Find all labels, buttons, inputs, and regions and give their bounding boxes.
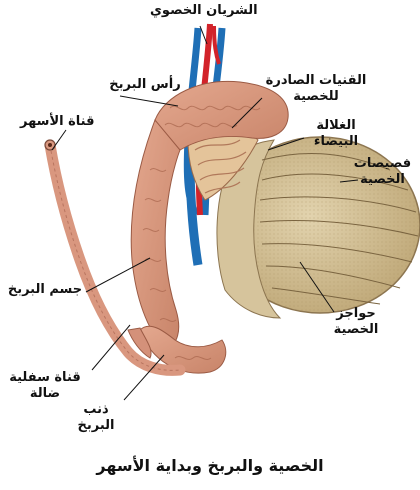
tunica-albuginea-layer <box>216 139 282 319</box>
artery-vessel <box>212 25 221 65</box>
aberrant-duct-shape <box>127 327 152 359</box>
testis-septa-label: حواجز الخصية <box>333 306 379 337</box>
figure-caption: الخصية والبربخ وبداية الأسهر <box>96 456 324 475</box>
efferent-ducts <box>187 122 259 201</box>
tunica-albuginea-label: الغلالة البيضاء <box>313 118 359 149</box>
testis-lobules-label: فصيصات الخصية <box>353 156 412 187</box>
epididymis-coils <box>142 105 261 360</box>
aberrant-duct-label: قناة سفلية ضالة <box>9 370 81 401</box>
tail-of-epididymis-label: ذنب البربخ <box>77 402 115 433</box>
testis-septa-lines <box>259 152 419 305</box>
leader-line <box>51 129 67 151</box>
leader-line <box>231 97 263 129</box>
leader-line <box>85 257 151 293</box>
vas-deferens-label: قناة الأسهر <box>20 114 95 129</box>
leader-line <box>299 261 335 313</box>
body-of-epididymis-label: جسم البربخ <box>7 282 83 297</box>
leader-line <box>339 179 359 183</box>
head-of-epididymis-label: رأس البربخ <box>109 77 181 92</box>
leader-line <box>123 354 165 401</box>
leader-line <box>267 137 305 151</box>
epididymis <box>127 80 289 374</box>
leader-line <box>91 324 131 371</box>
efferent-ducts-label: القنيات الصادرة للخصية <box>265 73 367 104</box>
leader-line <box>199 25 208 45</box>
epididymis-body <box>130 119 181 351</box>
testicular-artery-label: الشريان الخصوي <box>150 3 258 18</box>
testis <box>216 136 420 319</box>
leader-line <box>119 95 179 107</box>
leader-lines <box>51 25 359 401</box>
vas-deferens <box>44 139 186 376</box>
